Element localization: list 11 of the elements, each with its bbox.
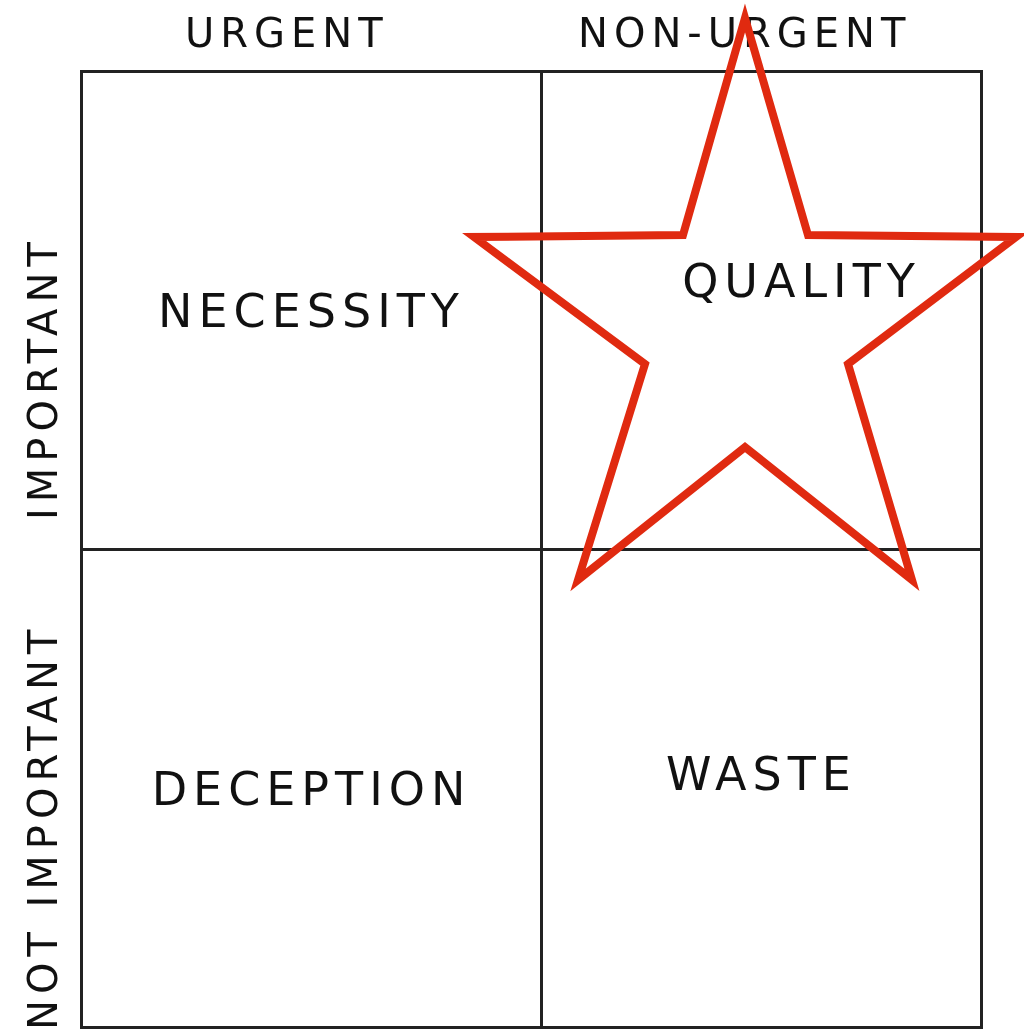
quadrant-label: QUALITY xyxy=(682,253,921,308)
quadrant-label: WASTE xyxy=(666,746,857,801)
column-header: URGENT xyxy=(185,10,389,56)
matrix-quadrant xyxy=(80,70,543,551)
quadrant-label: DECEPTION xyxy=(151,761,472,816)
quadrant-label: NECESSITY xyxy=(158,283,465,338)
matrix-quadrant xyxy=(540,548,983,1029)
matrix-quadrant xyxy=(540,70,983,551)
row-header: NOT IMPORTANT xyxy=(20,623,66,1030)
matrix-quadrant xyxy=(80,548,543,1029)
row-header: IMPORTANT xyxy=(20,236,66,520)
